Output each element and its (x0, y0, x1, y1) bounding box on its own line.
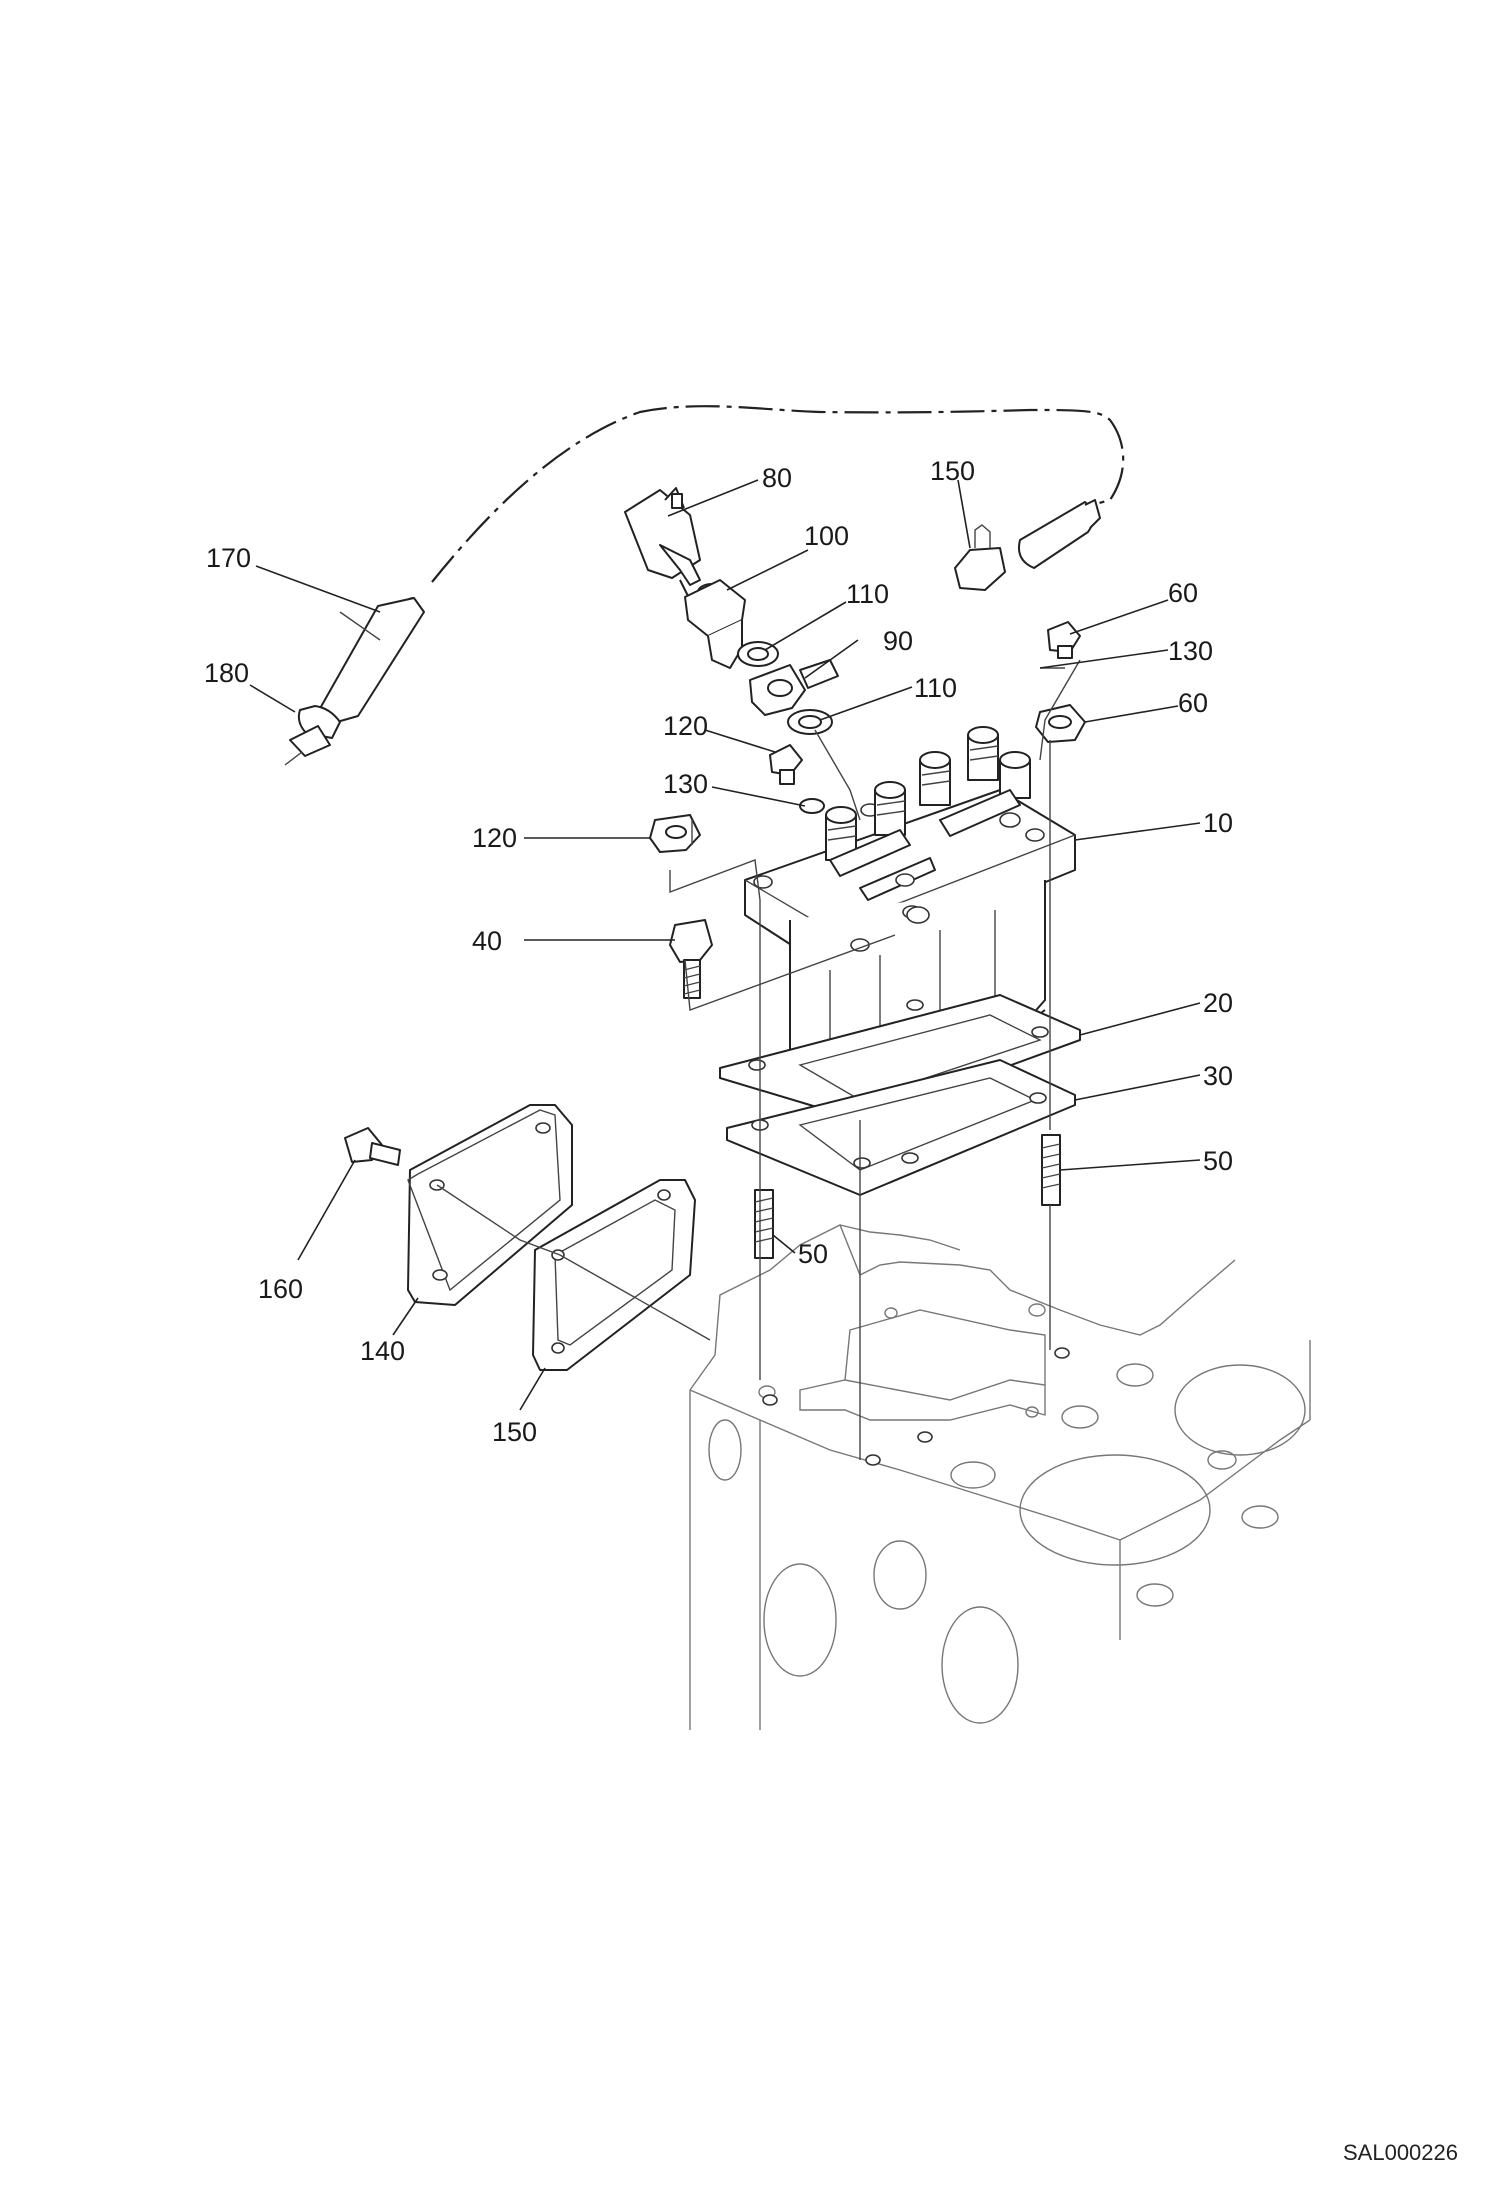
callout-10: 10 (1203, 808, 1233, 838)
cover-plate-assembly (407, 1104, 696, 1371)
leader-lines (249, 479, 1201, 1411)
callout-180: 180 (204, 658, 249, 688)
callout-40: 40 (472, 926, 502, 956)
callout-labels: 80 150 100 170 110 90 60 130 180 110 120… (204, 456, 1233, 1447)
callout-50-right: 50 (1203, 1146, 1233, 1176)
callout-120-left: 120 (663, 711, 708, 741)
callout-110-top: 110 (846, 579, 889, 609)
callout-140: 140 (360, 1336, 405, 1366)
callout-90: 90 (883, 626, 913, 656)
callout-160: 160 (258, 1274, 303, 1304)
callout-110-lower: 110 (914, 673, 957, 703)
callout-50-left: 50 (798, 1239, 828, 1269)
callout-170: 170 (206, 543, 251, 573)
document-code: SAL000226 (1343, 2140, 1458, 2165)
callout-100: 100 (804, 521, 849, 551)
callout-60-right: 60 (1178, 688, 1208, 718)
assembly-lines (339, 611, 1081, 1460)
callout-150-bottom: 150 (492, 1417, 537, 1447)
gasket-plates (719, 994, 1081, 1196)
callout-150-top: 150 (930, 456, 975, 486)
callout-20: 20 (1203, 988, 1233, 1018)
engine-block (689, 1224, 1311, 1730)
callout-60-left: 120 (472, 823, 517, 853)
callout-80: 80 (762, 463, 792, 493)
cable-assembly (284, 405, 1125, 766)
callout-120-right: 60 (1168, 578, 1198, 608)
fitting-stack (624, 487, 839, 735)
callout-130-left: 130 (663, 769, 708, 799)
callout-30: 30 (1203, 1061, 1233, 1091)
callout-130-right: 130 (1168, 636, 1213, 666)
